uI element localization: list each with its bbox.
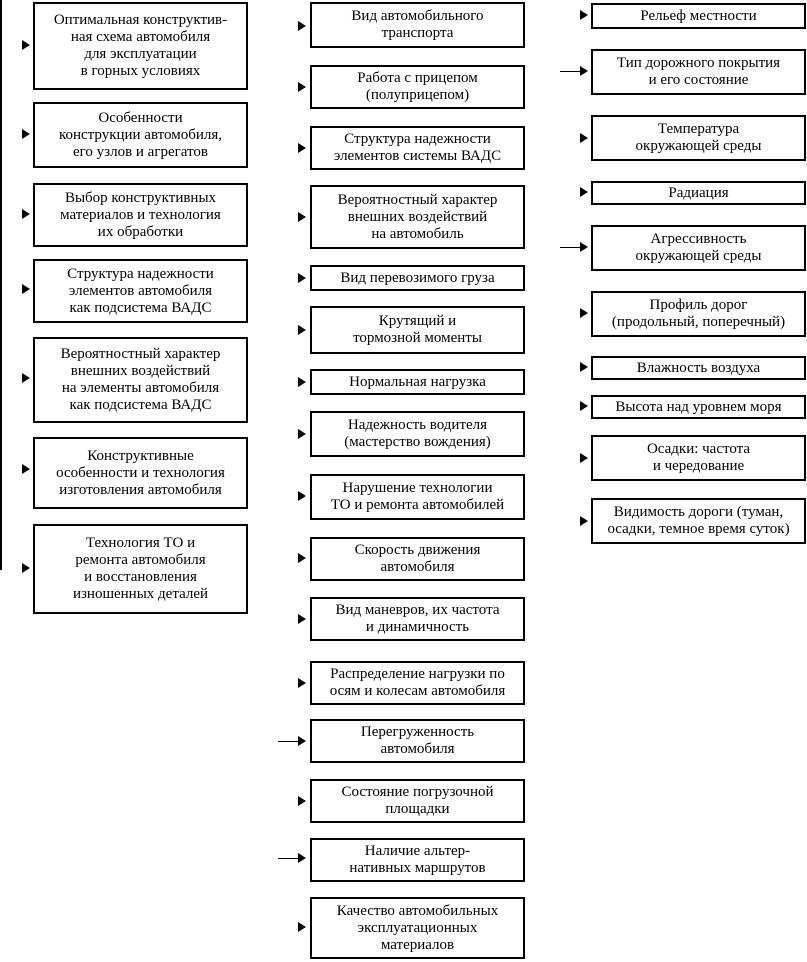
arrow-icon (580, 516, 588, 526)
factor-box-manufacturing: Конструктивные особенности и технология … (33, 437, 248, 509)
factor-box-design-features: Особенности конструкции автомобиля, его … (33, 102, 248, 168)
factor-box-visibility: Видимость дороги (туман, осадки, темное … (591, 498, 806, 544)
arrow-icon (298, 678, 306, 688)
arrow-icon (298, 143, 306, 153)
arrow-icon (22, 563, 30, 573)
arrow-icon (580, 401, 588, 411)
arrow-icon (580, 133, 588, 143)
arrow-icon (298, 553, 306, 563)
arrow-line (278, 741, 302, 742)
arrow-line (560, 247, 584, 248)
arrow-icon (298, 377, 306, 387)
factor-box-temperature: Температура окружающей среды (591, 115, 806, 161)
factor-box-cargo-type: Вид перевозимого груза (310, 265, 525, 291)
factor-box-altitude: Высота над уровнем моря (591, 395, 806, 419)
factor-box-aggressiveness: Агрессивность окружающей среды (591, 225, 806, 271)
factor-box-materials-quality: Качество автомобильных эксплуатационных … (310, 897, 525, 959)
left-connector-rail (0, 0, 2, 570)
arrow-icon (22, 373, 30, 383)
arrow-icon (298, 736, 306, 746)
arrow-icon (580, 453, 588, 463)
arrow-icon (298, 21, 306, 31)
factor-box-load-distribution: Распределение нагрузки по осям и колесам… (310, 661, 525, 705)
factor-box-maneuvers: Вид маневров, их частота и динамичность (310, 597, 525, 641)
factor-box-driver-reliability: Надежность водителя (мастерство вождения… (310, 411, 525, 457)
arrow-icon (298, 491, 306, 501)
arrow-icon (298, 82, 306, 92)
factor-box-terrain: Рельеф местности (591, 3, 806, 29)
arrow-icon (580, 187, 588, 197)
factor-box-road-profile: Профиль дорог (продольный, поперечный) (591, 291, 806, 337)
arrow-icon (22, 209, 30, 219)
arrow-icon (298, 796, 306, 806)
factor-box-vehicle-type: Вид автомобильного транспорта (310, 2, 525, 48)
arrow-icon (580, 242, 588, 252)
arrow-icon (298, 853, 306, 863)
arrow-line (278, 858, 302, 859)
factor-box-vads-reliability: Структура надежности элементов системы В… (310, 126, 525, 170)
arrow-icon (298, 212, 306, 222)
arrow-icon (22, 40, 30, 50)
arrow-icon (580, 66, 588, 76)
arrow-icon (22, 464, 30, 474)
factor-box-probabilistic-elements: Вероятностный характер внешних воздейств… (33, 337, 248, 423)
factor-box-normal-load: Нормальная нагрузка (310, 369, 525, 395)
arrow-icon (298, 325, 306, 335)
factor-box-materials: Выбор конструктивных материалов и технол… (33, 183, 248, 247)
factor-box-trailer: Работа с прицепом (полуприцепом) (310, 65, 525, 109)
factor-box-maintenance-technology: Технология ТО и ремонта автомобиля и вос… (33, 524, 248, 614)
arrow-icon (298, 429, 306, 439)
factor-box-torque: Крутящий и тормозной моменты (310, 306, 525, 354)
factor-box-overload: Перегруженность автомобиля (310, 719, 525, 763)
factor-box-humidity: Влажность воздуха (591, 356, 806, 380)
factor-box-precipitation: Осадки: частота и чередование (591, 435, 806, 481)
arrow-icon (298, 922, 306, 932)
factor-box-optimal-scheme: Оптимальная конструктив- ная схема автом… (33, 2, 248, 90)
factor-box-probabilistic-vehicle: Вероятностный характер внешних воздейств… (310, 185, 525, 249)
arrow-icon (298, 614, 306, 624)
factor-box-tech-violation: Нарушение технологии ТО и ремонта автомо… (310, 474, 525, 520)
arrow-icon (22, 284, 30, 294)
factor-box-speed: Скорость движения автомобиля (310, 537, 525, 581)
arrow-icon (580, 362, 588, 372)
factor-box-reliability-structure: Структура надежности элементов автомобил… (33, 259, 248, 323)
factor-box-alternative-routes: Наличие альтер- нативных маршрутов (310, 838, 525, 882)
arrow-icon (298, 273, 306, 283)
arrow-icon (580, 308, 588, 318)
arrow-icon (22, 129, 30, 139)
factor-box-radiation: Радиация (591, 181, 806, 205)
arrow-line (560, 71, 584, 72)
arrow-icon (580, 10, 588, 20)
factor-box-loading-site: Состояние погрузочной площадки (310, 779, 525, 823)
factor-box-road-surface: Тип дорожного покрытия и его состояние (591, 49, 806, 95)
